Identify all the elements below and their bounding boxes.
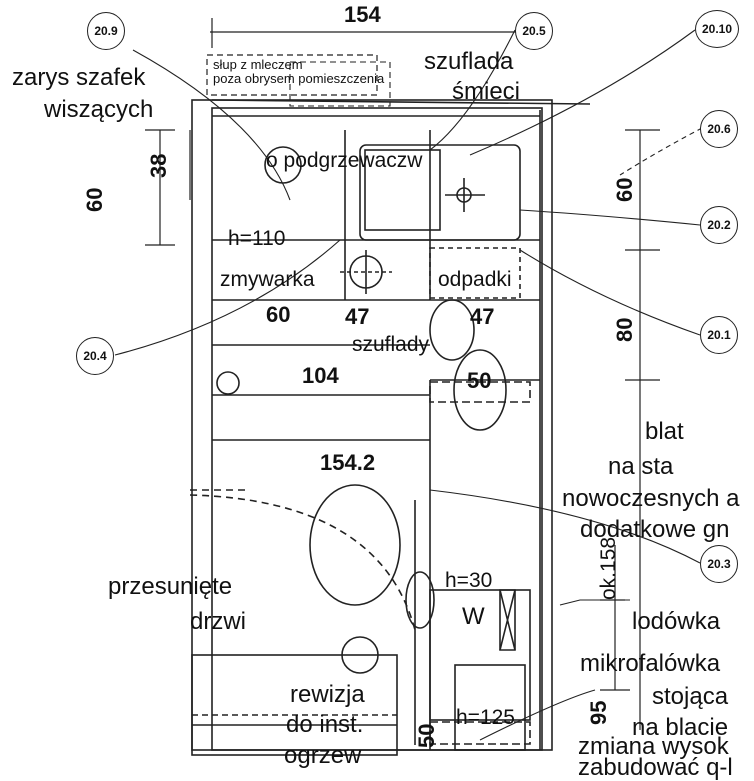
door-swing-arc xyxy=(189,494,416,631)
pillar-label-1: słup z mleczem xyxy=(213,57,303,72)
microwave-label-3: na blacie xyxy=(632,714,729,741)
dishwasher-label: zmywarka xyxy=(220,268,315,291)
ref-circle-20-5: 20.5 xyxy=(515,12,553,50)
dim-60: 60 xyxy=(266,302,291,327)
drawer-label-1: szuflada xyxy=(424,48,514,75)
room-inner-wall xyxy=(211,107,543,751)
moved-door-label-1: przesunięte xyxy=(108,573,233,600)
microwave-label-2: stojąca xyxy=(652,683,729,710)
dim-60-left: 60 xyxy=(82,187,107,212)
ref-circle-20-10: 20.10 xyxy=(695,10,739,48)
moved-door-label-2: drzwi xyxy=(190,608,247,635)
dim-104: 104 xyxy=(302,363,339,388)
counter-label-3: nowoczesnych a xyxy=(562,485,740,512)
counter-label-4: dodatkowe gn xyxy=(580,516,730,543)
sink xyxy=(359,144,521,241)
height-30-label: h=30 xyxy=(445,569,493,592)
waste-label: odpadki xyxy=(438,268,512,291)
microwave-label-1: mikrofalówka xyxy=(580,650,721,677)
room-outer-wall xyxy=(191,99,553,751)
pillar-label-2: poza obrysem pomieszczenia xyxy=(213,71,385,86)
inspection-label-1: rewizja xyxy=(290,681,365,708)
drawers-label: szuflady xyxy=(352,333,430,356)
inspection-label-3: ogrzew xyxy=(284,742,362,769)
ref-circle-20-3: 20.3 xyxy=(700,545,738,583)
dim-154-2: 154.2 xyxy=(320,450,376,475)
ref-circle-20-1: 20.1 xyxy=(700,316,738,354)
fridge-label: lodówka xyxy=(632,608,721,635)
counter-label-2: na sta xyxy=(608,453,674,480)
dim-47-a: 47 xyxy=(345,304,370,329)
height-110-label: h=110 xyxy=(228,227,286,250)
height-change-label-1: zmiana wysok xyxy=(578,733,729,760)
cabinet-outline-label-1: zarys szafek xyxy=(12,64,146,91)
dim-80: 80 xyxy=(612,317,637,342)
ref-circle-20-9: 20.9 xyxy=(87,12,125,50)
ref-circle-20-2: 20.2 xyxy=(700,206,738,244)
w-label: W xyxy=(462,603,485,630)
dim-60-right: 60 xyxy=(612,177,637,202)
inspection-label-2: do inst. xyxy=(286,711,364,738)
ref-circle-20-4: 20.4 xyxy=(76,337,114,375)
heater-label: o podgrzewaczw xyxy=(266,149,423,172)
ref-circle-20-6: 20.6 xyxy=(700,110,738,148)
dim-38: 38 xyxy=(146,153,171,178)
counter-label-1: blat xyxy=(645,418,684,445)
cabinet-outline-label-2: wiszących xyxy=(44,96,154,123)
height-change-label-2: zabudować q-l xyxy=(578,754,733,781)
dim-158: ok.158 xyxy=(597,536,620,600)
dim-95: 95 xyxy=(586,700,611,725)
dim-47-b: 47 xyxy=(470,304,495,329)
top-dimension: 154 xyxy=(344,2,381,27)
dim-50-b: 50 xyxy=(414,723,439,748)
height-125-label: h=125 xyxy=(456,706,515,729)
drawer-label-2: śmieci xyxy=(452,78,521,105)
dim-50-a: 50 xyxy=(467,368,492,393)
